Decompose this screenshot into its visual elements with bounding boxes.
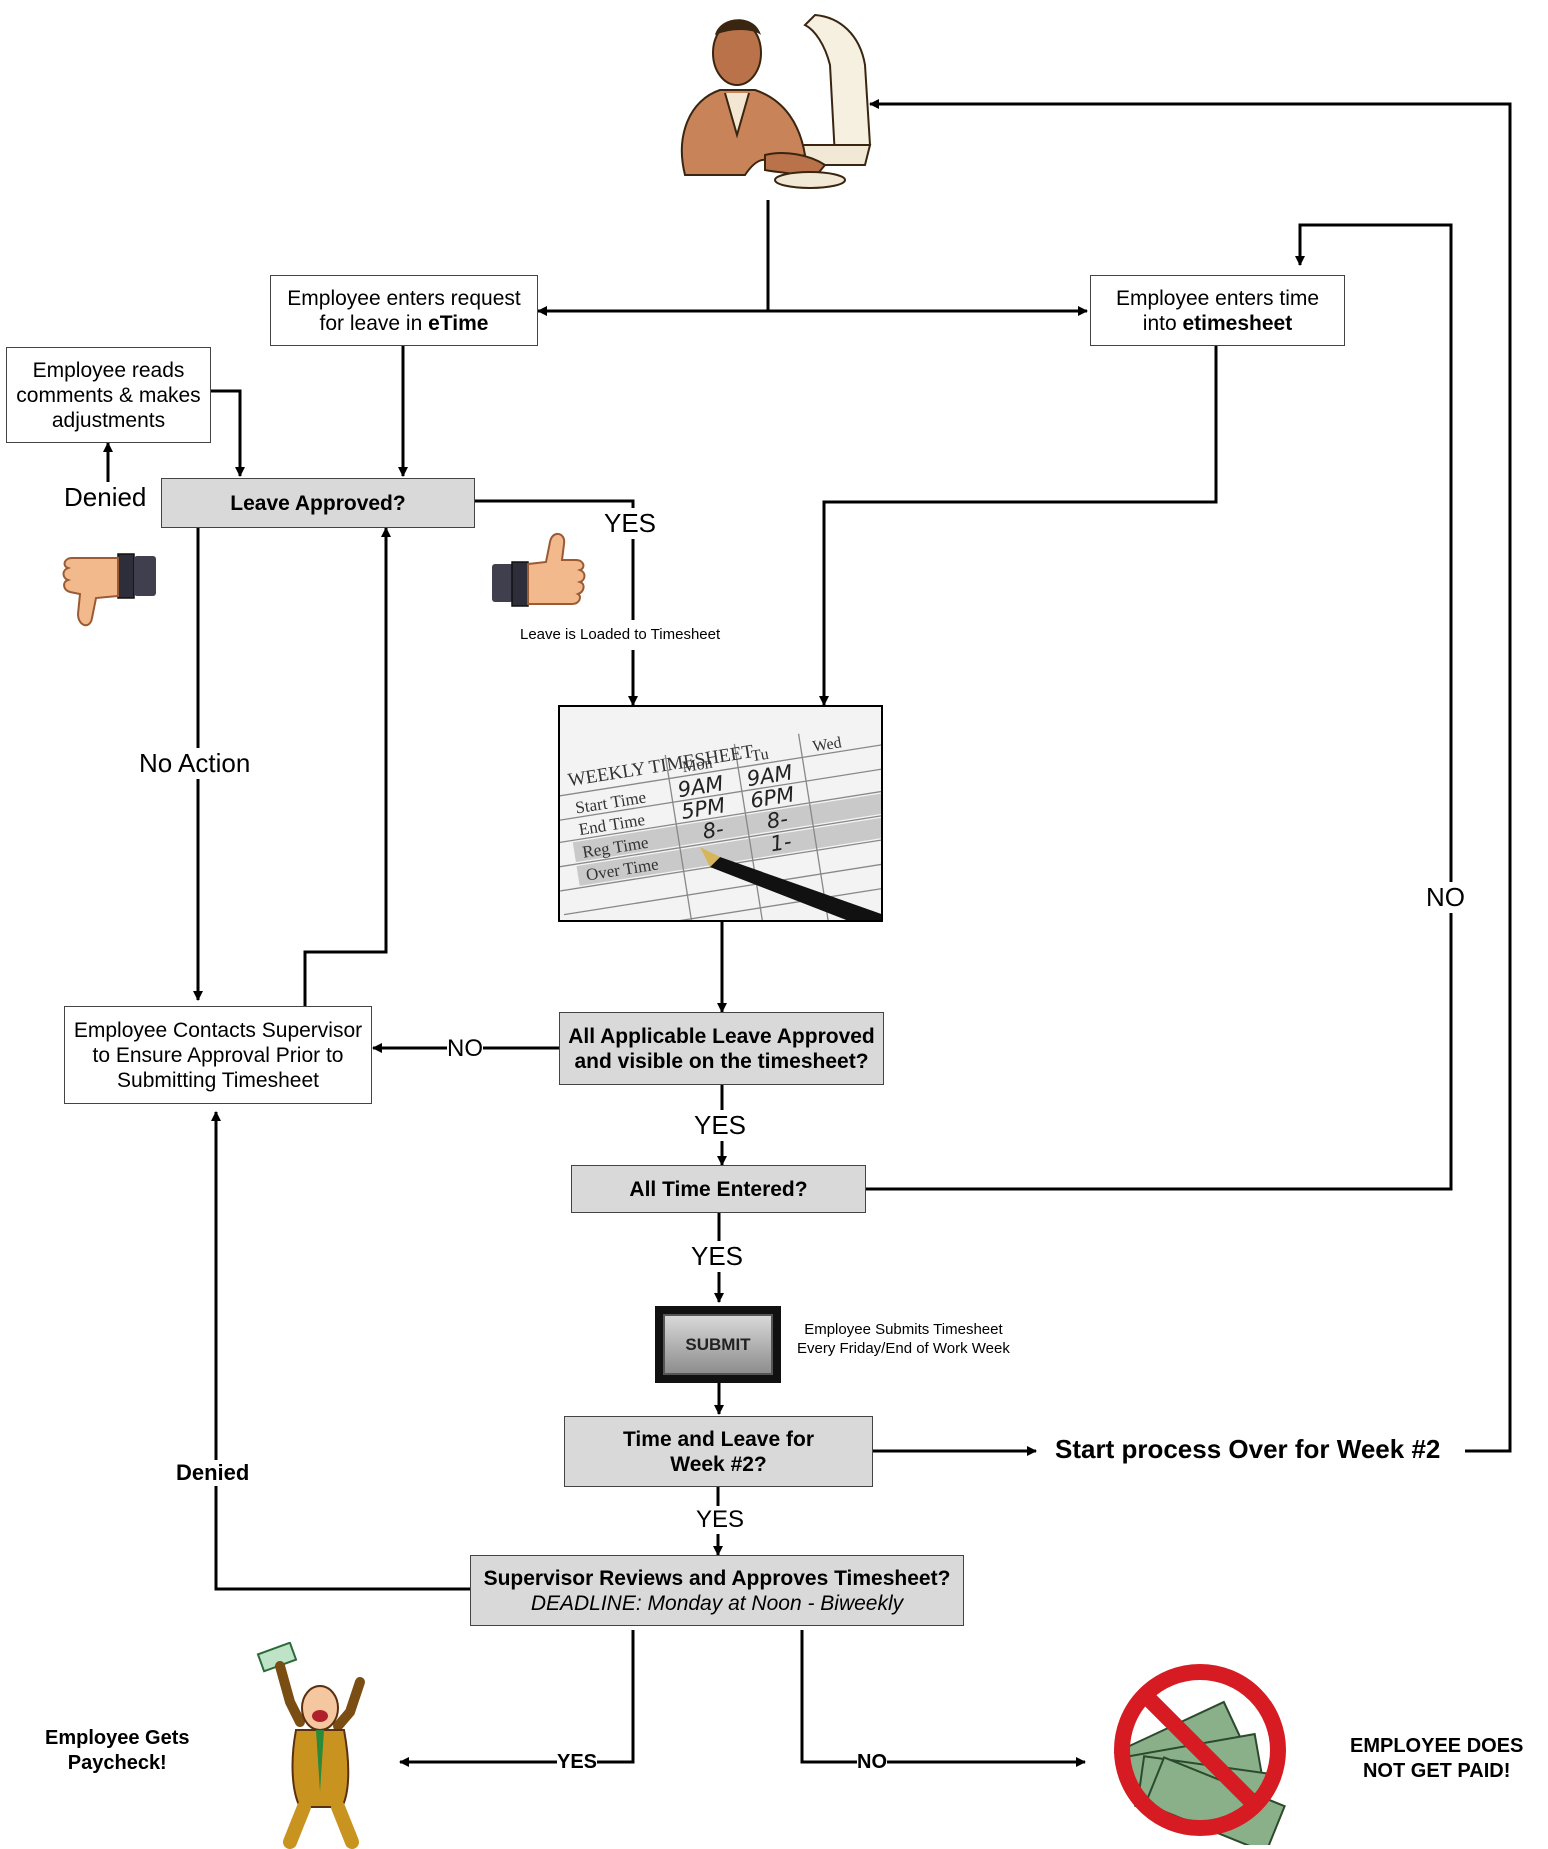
request-leave-box: Employee enters request for leave in eTi… bbox=[270, 275, 538, 346]
leave-approved-decision: Leave Approved? bbox=[161, 478, 475, 528]
contacts-supervisor-line3: Submitting Timesheet bbox=[117, 1068, 319, 1092]
ts-col-mon: Mon bbox=[681, 755, 714, 777]
week2-line2: Week #2? bbox=[670, 1452, 767, 1476]
no-money-icon bbox=[1113, 1664, 1286, 1845]
start-over-label: Start process Over for Week #2 bbox=[1055, 1434, 1441, 1465]
submit-button-image: SUBMIT bbox=[655, 1306, 781, 1383]
reads-comments-line2: comments & makes bbox=[16, 383, 201, 407]
all-leave-approved-decision: All Applicable Leave Approved and visibl… bbox=[559, 1012, 884, 1085]
unpaid-line1: EMPLOYEE DOES bbox=[1350, 1735, 1524, 1757]
no-action-label: No Action bbox=[139, 748, 251, 779]
paid-line2: Paycheck! bbox=[67, 1752, 167, 1774]
reads-comments-box: Employee reads comments & makes adjustme… bbox=[6, 347, 211, 443]
enter-time-line1: Employee enters time bbox=[1115, 286, 1320, 310]
pen-icon bbox=[700, 847, 881, 920]
deadline-text: DEADLINE: Monday at Noon - Biweekly bbox=[530, 1591, 904, 1615]
week2-decision: Time and Leave for Week #2? bbox=[564, 1416, 873, 1487]
etime-bold: eTime bbox=[428, 311, 489, 335]
denied-bottom-label: Denied bbox=[176, 1460, 250, 1486]
paid-outcome: Employee Gets Paycheck! bbox=[45, 1726, 190, 1776]
ts-col-tu: Tu bbox=[750, 746, 770, 765]
all-time-entered-decision: All Time Entered? bbox=[571, 1165, 866, 1213]
no-right-label: NO bbox=[1426, 882, 1465, 913]
happy-paycheck-icon bbox=[256, 1642, 365, 1849]
enter-time-box: Employee enters time into etimesheet bbox=[1090, 275, 1345, 346]
yes-after-time-label: YES bbox=[691, 1241, 744, 1272]
employee-computer-icon bbox=[680, 13, 872, 189]
submit-button-label: SUBMIT bbox=[663, 1314, 773, 1375]
etimesheet-bold: etimesheet bbox=[1182, 311, 1293, 335]
all-leave-approved-line1: All Applicable Leave Approved bbox=[568, 1024, 875, 1048]
unpaid-line2: NOT GET PAID! bbox=[1362, 1760, 1511, 1782]
submit-note-line1: Employee Submits Timesheet bbox=[804, 1321, 1003, 1338]
all-time-entered-text: All Time Entered? bbox=[629, 1177, 808, 1201]
request-leave-line2: for leave in bbox=[319, 311, 429, 335]
ts-tu-reg: 8- bbox=[765, 807, 789, 834]
yes-paid-label: YES bbox=[557, 1751, 598, 1774]
no-paid-label: NO bbox=[857, 1751, 887, 1774]
request-leave-line1: Employee enters request bbox=[287, 286, 521, 310]
ts-tu-over: 1- bbox=[769, 829, 793, 856]
reads-comments-line1: Employee reads bbox=[32, 358, 185, 382]
yes-leave-label: YES bbox=[604, 508, 657, 539]
thumbs-down-icon bbox=[62, 553, 156, 627]
submit-note: Employee Submits Timesheet Every Friday/… bbox=[797, 1320, 1010, 1358]
paid-line1: Employee Gets bbox=[45, 1727, 190, 1749]
leave-approved-text: Leave Approved? bbox=[230, 491, 406, 515]
no-leave-label: NO bbox=[447, 1035, 483, 1063]
submit-note-line2: Every Friday/End of Work Week bbox=[797, 1340, 1010, 1357]
yes-after-week2-label: YES bbox=[696, 1506, 745, 1534]
ts-col-wed: Wed bbox=[812, 734, 843, 755]
ts-mon-reg: 8- bbox=[701, 817, 725, 844]
supervisor-reviews-decision: Supervisor Reviews and Approves Timeshee… bbox=[470, 1555, 964, 1626]
all-leave-approved-line2: and visible on the timesheet? bbox=[574, 1049, 869, 1073]
leave-loaded-label: Leave is Loaded to Timesheet bbox=[520, 626, 721, 643]
yes-after-leave-label: YES bbox=[694, 1110, 747, 1141]
week2-line1: Time and Leave for bbox=[622, 1427, 814, 1451]
enter-time-line2: into bbox=[1142, 311, 1183, 335]
contacts-supervisor-line2: to Ensure Approval Prior to bbox=[92, 1043, 344, 1067]
unpaid-outcome: EMPLOYEE DOES NOT GET PAID! bbox=[1350, 1734, 1523, 1784]
timesheet-image: WEEKLY TIMESHEET Mon Tu Wed Start Time E… bbox=[558, 705, 883, 922]
denied-top-label: Denied bbox=[64, 482, 147, 513]
supervisor-reviews-line1: Supervisor Reviews and Approves Timeshee… bbox=[483, 1566, 951, 1590]
contacts-supervisor-box: Employee Contacts Supervisor to Ensure A… bbox=[64, 1006, 372, 1104]
thumbs-up-icon bbox=[492, 533, 586, 607]
reads-comments-line3: adjustments bbox=[51, 408, 166, 432]
contacts-supervisor-line1: Employee Contacts Supervisor bbox=[73, 1018, 363, 1042]
